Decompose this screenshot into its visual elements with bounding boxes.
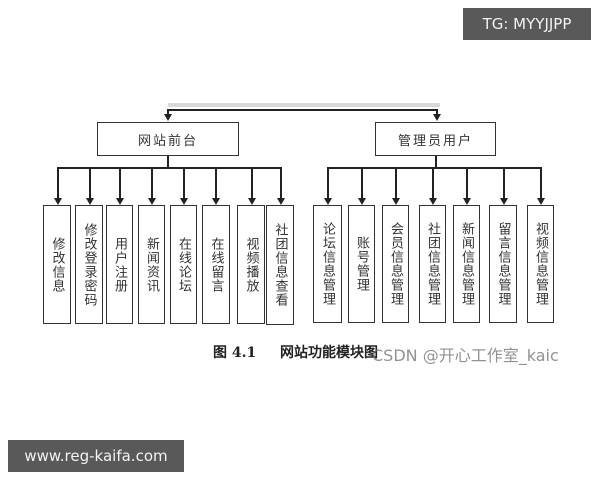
- right-trunk-line: [435, 156, 437, 168]
- connector-left-drop: [167, 109, 169, 115]
- node-account-management: 账号管理: [348, 205, 375, 323]
- node-member-management: 会员信息管理: [382, 205, 409, 323]
- node-admin-user: 管理员用户: [375, 122, 496, 156]
- drop-line: [395, 167, 397, 198]
- node-label: 账号管理: [354, 236, 369, 292]
- arrow-down-icon: [248, 198, 256, 205]
- node-online-message: 在线留言: [202, 205, 230, 324]
- arrow-down-icon: [180, 198, 188, 205]
- drop-line: [540, 167, 542, 198]
- connector-right-drop: [436, 109, 438, 115]
- csdn-watermark: CSDN @开心工作室_kaic: [372, 346, 559, 365]
- drop-line: [432, 167, 434, 198]
- figure-label: 图 4.1: [213, 345, 257, 361]
- node-message-management: 留言信息管理: [489, 205, 517, 323]
- node-club-management: 社团信息管理: [419, 205, 446, 323]
- top-grey-bar: [168, 103, 440, 107]
- node-label: 社团信息管理: [425, 222, 440, 306]
- arrow-down-icon: [429, 198, 437, 205]
- node-label: 用户注册: [112, 236, 127, 293]
- node-user-register: 用户注册: [106, 205, 133, 324]
- drop-line: [361, 167, 363, 198]
- drop-line: [251, 167, 253, 198]
- arrow-down-icon: [86, 198, 94, 205]
- right-branch-line: [327, 167, 541, 169]
- figure-caption: 图 4.1 网站功能模块图: [213, 342, 378, 362]
- node-label: 视频播放: [243, 236, 259, 293]
- drop-line: [503, 167, 505, 198]
- node-change-password: 修改登录密码: [75, 205, 103, 324]
- drop-line: [183, 167, 185, 198]
- drop-line: [151, 167, 153, 198]
- node-news-management: 新闻信息管理: [453, 205, 480, 323]
- drop-line: [215, 167, 217, 198]
- node-label: 修改信息: [49, 236, 65, 293]
- arrow-down-icon: [433, 114, 441, 121]
- arrow-down-icon: [148, 198, 156, 205]
- node-label: 视频信息管理: [533, 222, 548, 306]
- watermark-badge-top: TG: MYYJJPP: [463, 8, 591, 40]
- node-news: 新闻资讯: [138, 205, 165, 324]
- node-label: 社团信息查看: [272, 223, 288, 307]
- node-label: 新闻信息管理: [459, 222, 474, 306]
- arrow-down-icon: [392, 198, 400, 205]
- watermark-badge-bottom: www.reg-kaifa.com: [8, 440, 184, 472]
- node-label: 管理员用户: [397, 133, 473, 149]
- node-label: 论坛信息管理: [320, 222, 335, 306]
- drop-line: [57, 167, 59, 198]
- arrow-down-icon: [324, 198, 332, 205]
- arrow-down-icon: [463, 198, 471, 205]
- arrow-down-icon: [358, 198, 366, 205]
- left-trunk-line: [167, 156, 169, 168]
- node-online-forum: 在线论坛: [170, 205, 197, 324]
- top-connector-line: [167, 109, 437, 111]
- node-edit-info: 修改信息: [43, 205, 71, 324]
- arrow-down-icon: [537, 198, 545, 205]
- watermark-top-text: TG: MYYJJPP: [482, 15, 572, 33]
- node-label: 网站前台: [137, 133, 198, 149]
- node-forum-management: 论坛信息管理: [313, 205, 342, 323]
- node-label: 修改登录密码: [81, 222, 97, 307]
- drop-line: [280, 167, 282, 198]
- node-label: 会员信息管理: [388, 222, 403, 306]
- left-branch-line: [57, 167, 281, 169]
- node-club-info-view: 社团信息查看: [266, 205, 294, 325]
- arrow-down-icon: [164, 114, 172, 121]
- node-video-management: 视频信息管理: [527, 205, 554, 323]
- node-label: 在线论坛: [176, 236, 191, 293]
- arrow-down-icon: [500, 198, 508, 205]
- arrow-down-icon: [212, 198, 220, 205]
- arrow-down-icon: [116, 198, 124, 205]
- arrow-down-icon: [277, 198, 285, 205]
- drop-line: [119, 167, 121, 198]
- node-website-frontend: 网站前台: [97, 122, 239, 156]
- watermark-bottom-text: www.reg-kaifa.com: [24, 447, 168, 465]
- node-label: 在线留言: [208, 236, 224, 293]
- arrow-down-icon: [54, 198, 62, 205]
- figure-title: 网站功能模块图: [279, 345, 378, 361]
- node-label: 新闻资讯: [144, 236, 159, 293]
- drop-line: [466, 167, 468, 198]
- drop-line: [327, 167, 329, 198]
- drop-line: [89, 167, 91, 198]
- node-video-play: 视频播放: [237, 205, 265, 324]
- node-label: 留言信息管理: [495, 222, 511, 306]
